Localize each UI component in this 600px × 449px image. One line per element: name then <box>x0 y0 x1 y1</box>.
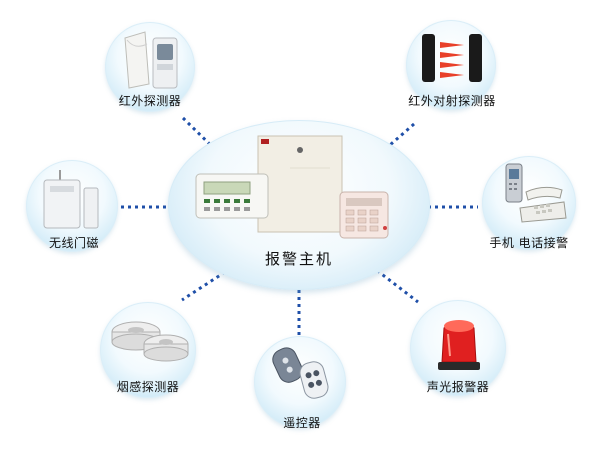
pir-sensor-icon <box>124 31 178 89</box>
phone-node: 手机 电话接警 <box>478 156 580 260</box>
alarm-panel-icon <box>195 135 389 239</box>
siren-label: 声光报警器 <box>426 380 490 394</box>
alarm-host-label: 报警主机 <box>264 250 333 268</box>
door-contact-icon <box>43 170 99 229</box>
phone-icon <box>505 163 567 223</box>
infrared-detector-node: 红外探测器 <box>105 22 195 122</box>
smoke-detector-icon <box>111 321 189 362</box>
infrared-detector-label: 红外探测器 <box>118 94 182 108</box>
beam-detector-node: 红外对射探测器 <box>406 20 498 124</box>
smoke-detector-node: 烟感探测器 <box>98 302 198 406</box>
door-magnet-label: 无线门磁 <box>48 236 99 250</box>
remote-node: 遥控器 <box>254 336 350 436</box>
strobe-siren-icon <box>438 320 480 370</box>
connector-smoke <box>181 270 226 302</box>
remote-control-icon <box>272 347 329 399</box>
beam-sensor-icon <box>422 34 482 82</box>
phone-label: 手机 电话接警 <box>489 236 569 250</box>
smoke-detector-label: 烟感探测器 <box>116 380 180 394</box>
door-magnet-node: 无线门磁 <box>26 160 122 260</box>
remote-label: 遥控器 <box>283 416 321 430</box>
beam-detector-label: 红外对射探测器 <box>408 94 496 108</box>
siren-node: 声光报警器 <box>408 300 508 406</box>
